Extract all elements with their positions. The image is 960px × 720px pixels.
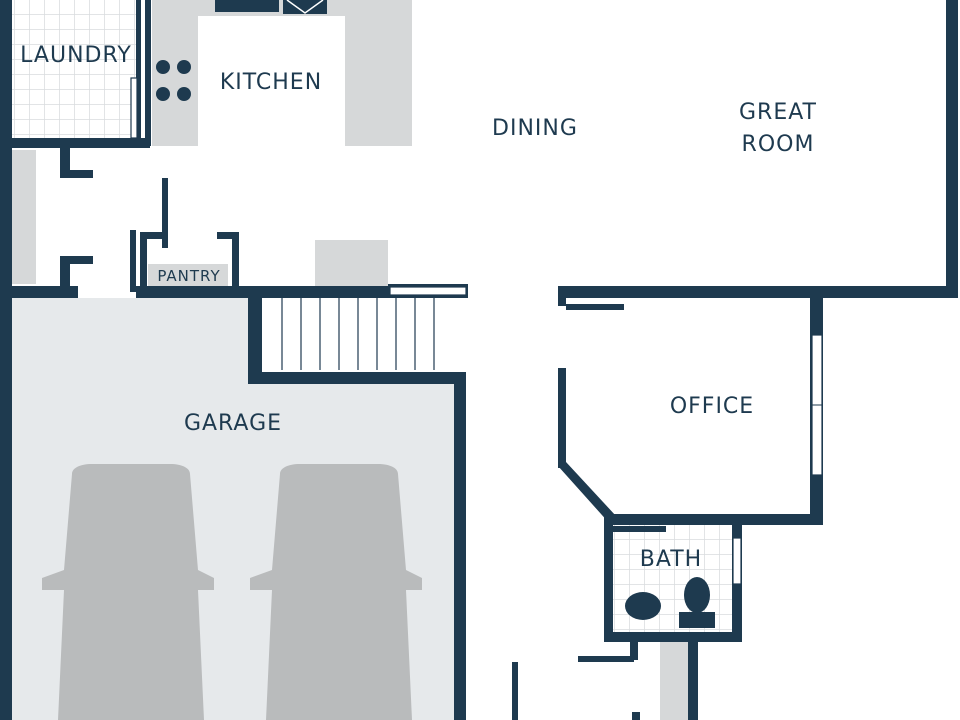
refrigerator xyxy=(283,0,327,14)
bath-sink xyxy=(625,592,661,620)
hall-closet-shelf xyxy=(12,150,36,284)
room-label-great-room-line2: ROOM xyxy=(742,132,815,157)
room-label-laundry: LAUNDRY xyxy=(20,43,132,68)
hall-cabinet xyxy=(660,642,688,720)
room-label-garage: GARAGE xyxy=(184,411,282,436)
room-label-bath: BATH xyxy=(640,547,702,572)
room-label-kitchen: KITCHEN xyxy=(220,70,322,95)
room-label-dining: DINING xyxy=(492,116,578,141)
room-label-pantry: PANTRY xyxy=(157,267,220,285)
kitchen-sink xyxy=(215,0,279,12)
laundry-tile-floor xyxy=(12,0,136,138)
stairs xyxy=(281,298,435,370)
car-right xyxy=(250,464,422,720)
windows xyxy=(130,77,823,585)
toilet xyxy=(679,577,715,628)
room-label-great-room-line1: GREAT xyxy=(739,100,817,125)
room-label-office: OFFICE xyxy=(670,394,754,419)
stove-burners xyxy=(156,60,191,101)
kitchen-counter-right xyxy=(345,0,412,146)
car-left xyxy=(42,464,214,720)
pantry-shelf xyxy=(148,264,228,286)
garage-stair-notch xyxy=(254,294,466,384)
kitchen-counter-left xyxy=(152,0,198,146)
kitchen-island xyxy=(315,240,388,286)
